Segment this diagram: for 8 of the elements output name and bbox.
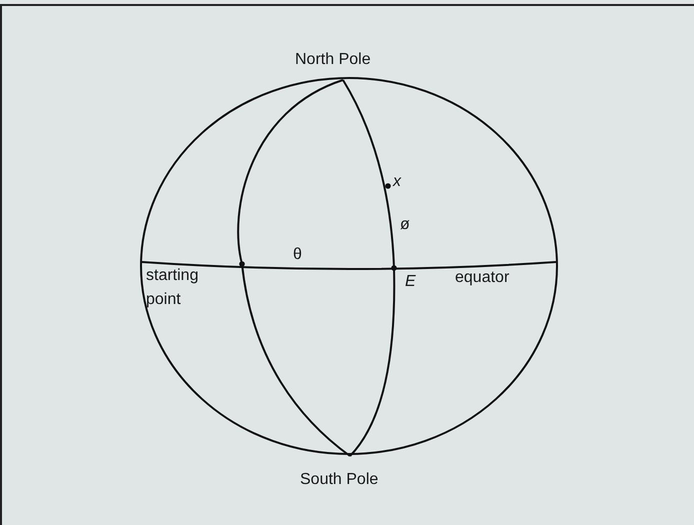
pole-label: North Pole: [295, 50, 371, 70]
point-label: x: [393, 172, 401, 192]
angle-label: θ: [293, 245, 302, 265]
line-label: equator: [455, 268, 510, 288]
point-label: E: [405, 272, 416, 292]
point-label: starting point: [146, 266, 200, 310]
pole-label: South Pole: [300, 470, 378, 490]
angle-label: ø: [400, 215, 410, 235]
